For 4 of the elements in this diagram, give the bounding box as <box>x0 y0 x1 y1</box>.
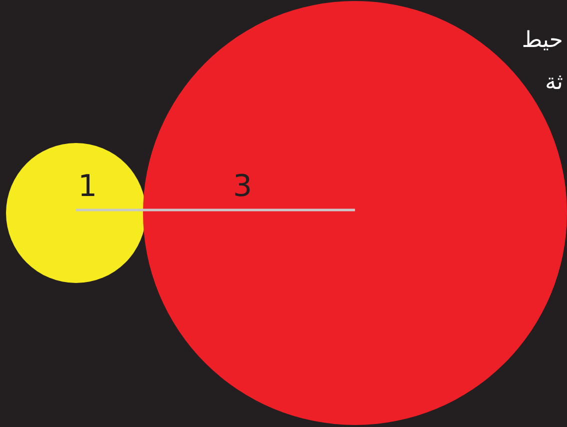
radius-value: 3 <box>233 172 252 202</box>
radius-value: 1 <box>78 172 98 202</box>
note-text: حيط <box>522 28 563 54</box>
note-text: ثة <box>545 70 563 96</box>
